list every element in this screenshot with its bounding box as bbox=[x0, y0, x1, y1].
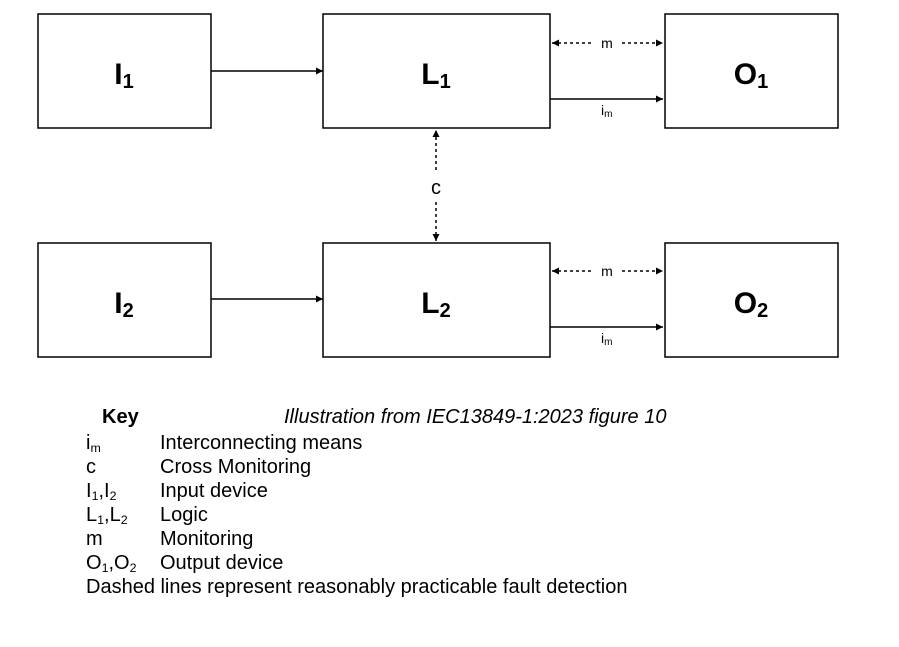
key-title: Key bbox=[102, 406, 139, 428]
monitoring-link-2: m bbox=[552, 263, 663, 279]
block-i2: I2 bbox=[37, 242, 212, 358]
cross-monitoring-label: c bbox=[431, 177, 441, 199]
block-l2: L2 bbox=[322, 242, 551, 358]
block-diagram: I1 L1 O1 I2 L2 O2 m bbox=[37, 13, 839, 358]
monitoring-link-1: m bbox=[552, 35, 663, 51]
key-entry-interconnect: im Interconnecting means bbox=[86, 431, 627, 455]
interconnect-label-2: im bbox=[601, 330, 612, 348]
key-description: Monitoring bbox=[160, 528, 254, 550]
block-l1: L1 bbox=[322, 13, 551, 129]
key-description: Cross Monitoring bbox=[160, 456, 312, 478]
block-o2-label: O2 bbox=[734, 287, 768, 322]
key-entry-input: I1,I2 Input device bbox=[86, 479, 627, 503]
key-entry-logic: L1,L2 Logic bbox=[86, 503, 627, 527]
key-description: Input device bbox=[160, 480, 268, 502]
key-note: Dashed lines represent reasonably practi… bbox=[86, 576, 628, 598]
key-description: Output device bbox=[160, 552, 284, 574]
block-o2: O2 bbox=[664, 242, 839, 358]
block-i1: I1 bbox=[37, 13, 212, 129]
interconnect-link-2: im bbox=[550, 323, 663, 348]
key-symbol: im bbox=[86, 432, 101, 456]
monitoring-label-1: m bbox=[601, 35, 613, 51]
monitoring-label-2: m bbox=[601, 263, 613, 279]
key-symbol: m bbox=[86, 528, 103, 550]
block-o1-label: O1 bbox=[734, 58, 768, 93]
block-l2-label: L2 bbox=[421, 287, 450, 322]
block-o1: O1 bbox=[664, 13, 839, 129]
key-description: Interconnecting means bbox=[160, 432, 363, 454]
key-entry-cross: c Cross Monitoring bbox=[86, 455, 627, 479]
interconnect-link-1: im bbox=[550, 95, 663, 120]
key-symbol: c bbox=[86, 456, 96, 478]
cross-monitoring-link: c bbox=[431, 130, 441, 241]
key-symbol: L1,L2 bbox=[86, 504, 128, 528]
interconnect-label-1: im bbox=[601, 102, 612, 120]
block-i1-label: I1 bbox=[114, 58, 133, 93]
key-entry-output: O1,O2 Output device bbox=[86, 551, 627, 575]
key-symbol: I1,I2 bbox=[86, 480, 117, 504]
key-description: Logic bbox=[160, 504, 208, 526]
key-entry-monitoring: m Monitoring bbox=[86, 527, 627, 551]
key-symbol: O1,O2 bbox=[86, 552, 137, 576]
block-l1-label: L1 bbox=[421, 58, 450, 93]
key-legend: Key Illustration from IEC13849-1:2023 fi… bbox=[86, 405, 666, 599]
block-i2-label: I2 bbox=[114, 287, 133, 322]
key-caption: Illustration from IEC13849-1:2023 figure… bbox=[284, 406, 667, 428]
